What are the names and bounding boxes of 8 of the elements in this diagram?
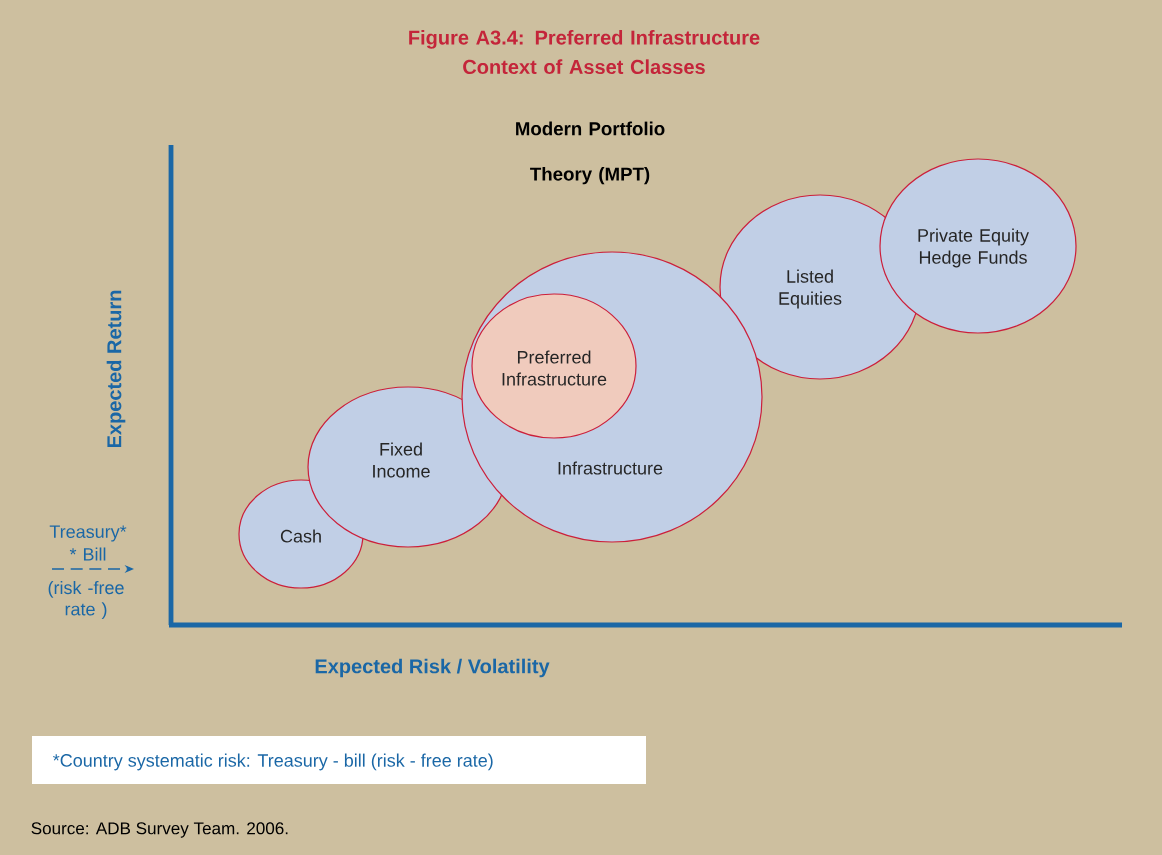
annotation-text: Treasury* * Bill bbox=[49, 525, 127, 561]
figure-title: Figure A3.4: Preferred Infrastructure Context of Asset Classes bbox=[409, 30, 760, 74]
axis-label: Expected Return bbox=[106, 290, 126, 448]
annotation-text: (risk -free rate ) bbox=[48, 580, 124, 620]
source-text: Source: ADB Survey Team. 2006. bbox=[31, 822, 288, 838]
chart-heading: Modern Portfolio Theory (MPT) bbox=[516, 121, 665, 185]
axis-label: Expected Risk / Volatility bbox=[315, 658, 550, 678]
footnote-text: *Country systematic risk: Treasury - bill (risk - free rate) bbox=[53, 753, 493, 771]
